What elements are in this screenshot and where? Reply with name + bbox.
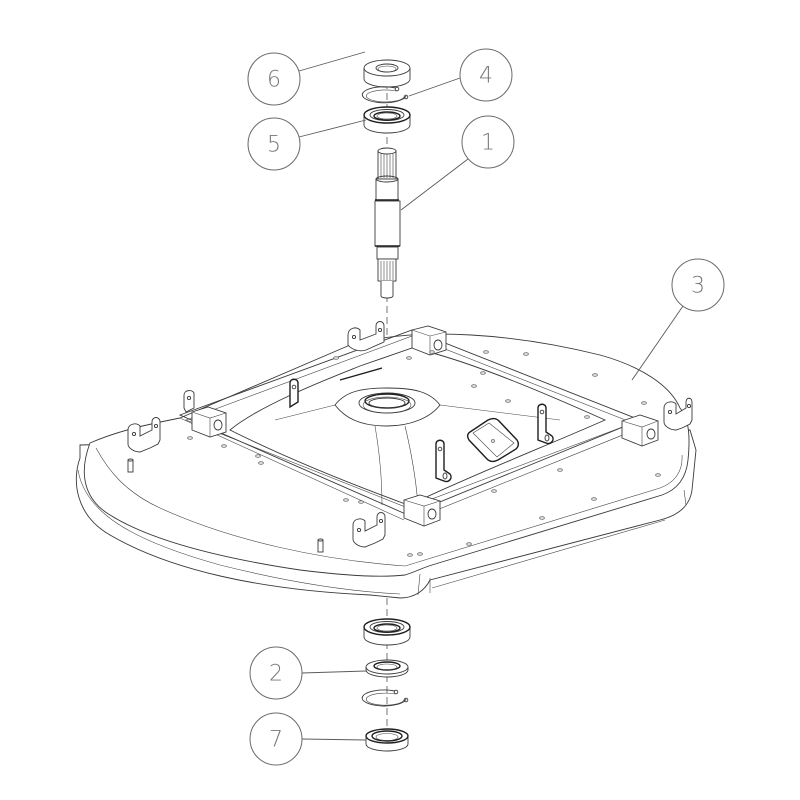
part-4-upper-retaining-ring <box>361 86 409 104</box>
corner-block-right <box>621 414 659 447</box>
balloon-2: 2 <box>249 646 303 700</box>
balloon-3: 3 <box>671 258 725 312</box>
part-1-splined-shaft <box>374 147 401 299</box>
locating-pin-left <box>127 458 134 473</box>
balloon-3-label: 3 <box>691 274 705 299</box>
corner-block-left <box>191 406 227 438</box>
leader-2 <box>301 670 367 674</box>
part-6-top-washer <box>363 59 411 88</box>
bolt-holes <box>187 350 661 557</box>
leader-3 <box>631 305 684 381</box>
part-5-upper-bearing <box>363 106 411 134</box>
balloon-7: 7 <box>249 712 303 766</box>
balloon-4: 4 <box>459 48 513 102</box>
leader-5 <box>298 119 367 138</box>
hinge-bracket-left-inner <box>183 390 195 413</box>
lower-retaining-ring <box>361 689 409 707</box>
balloon-6-label: 6 <box>267 68 281 93</box>
leader-1 <box>400 158 469 211</box>
hinge-bracket-bottom <box>352 512 386 548</box>
balloon-4-label: 4 <box>479 64 493 89</box>
balloon-2-label: 2 <box>269 662 283 687</box>
mounting-tab-left <box>435 439 452 483</box>
leader-6 <box>298 51 366 72</box>
balloon-7-label: 7 <box>269 728 283 753</box>
hinge-bracket-left <box>127 417 161 453</box>
leader-lines <box>298 51 684 741</box>
mounting-tab-top <box>289 378 299 409</box>
balloon-6: 6 <box>247 52 301 106</box>
locating-pin-front <box>317 538 324 553</box>
hinge-bracket-top <box>347 321 385 352</box>
leader-4 <box>408 77 461 97</box>
balloon-1: 1 <box>461 115 515 169</box>
balloon-5-label: 5 <box>267 133 281 158</box>
part-2-lower-seal <box>365 659 409 678</box>
balloon-5: 5 <box>247 117 301 171</box>
balloon-1-label: 1 <box>481 131 495 156</box>
hinge-bracket-right <box>663 397 693 431</box>
lower-upper-bearing <box>363 618 411 646</box>
part-7-lower-bearing <box>365 728 409 752</box>
corner-block-bottom <box>403 494 441 527</box>
corner-block-top <box>411 325 447 356</box>
part-3-base-plate <box>75 321 697 599</box>
leader-7 <box>301 738 367 741</box>
mounting-tab-right <box>537 403 554 445</box>
